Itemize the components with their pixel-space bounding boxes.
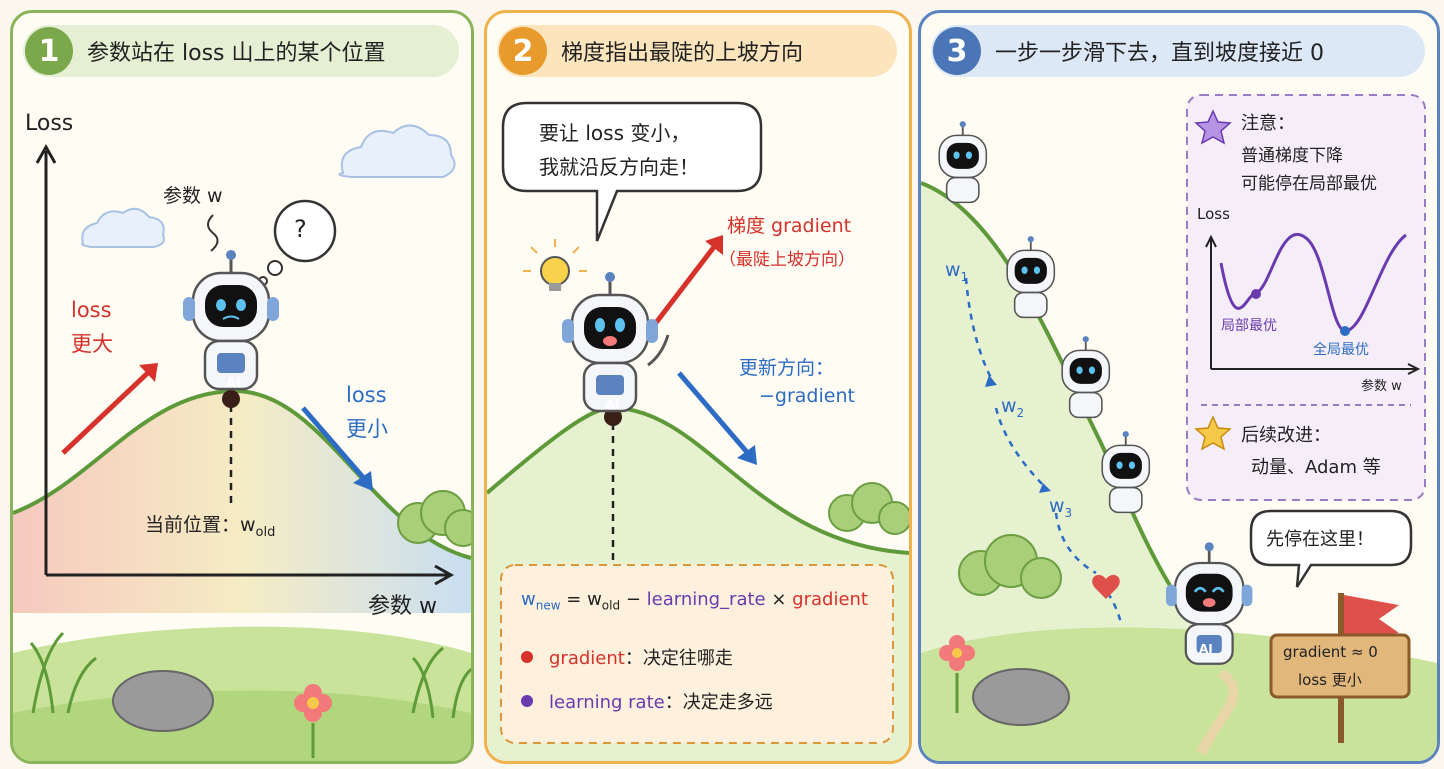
- improve-line: 动量、Adam 等: [1251, 457, 1381, 478]
- question-mark: ?: [294, 215, 307, 243]
- step-number-badge: 1: [25, 27, 73, 75]
- bush-icon: [828, 482, 909, 535]
- step-w1: w1: [945, 259, 969, 284]
- gradient-sublabel: （最陡上坡方向）: [719, 250, 855, 270]
- param-axis-label: 参数 w: [368, 594, 437, 619]
- current-position-label: 当前位置：wold: [145, 514, 276, 540]
- update-label: 更新方向：: [739, 357, 835, 379]
- bubble-line-1: 要让 loss 变小，: [539, 121, 691, 145]
- note-title: 注意：: [1241, 113, 1295, 134]
- rock-icon: [972, 668, 1070, 726]
- bullet-learning-rate: learning rate：决定走多远: [549, 692, 773, 713]
- grass-icon: [29, 631, 471, 719]
- sign-line-2: loss 更小: [1298, 671, 1362, 689]
- panel-2-art: [487, 101, 909, 761]
- robot-icon: [1101, 431, 1151, 514]
- bush-icon: [397, 490, 471, 547]
- global-optimum-label: 全局最优: [1313, 342, 1369, 358]
- mini-loss-axis-label: Loss: [1197, 205, 1230, 223]
- panel-1-header: 1 参数站在 loss 山上的某个位置: [23, 25, 459, 77]
- param-w-label: 参数 w: [163, 185, 223, 207]
- panel-title: 一步一步滑下去，直到坡度接近 0: [995, 41, 1324, 66]
- note-box: [1186, 94, 1426, 501]
- step-number-badge: 3: [933, 27, 981, 75]
- panel-title: 参数站在 loss 山上的某个位置: [87, 41, 386, 66]
- gradient-label: 梯度 gradient: [727, 215, 852, 237]
- panel-title: 梯度指出最陡的上坡方向: [561, 41, 804, 66]
- bubble-line-2: 我就沿反方向走！: [539, 155, 699, 179]
- cloud-icon: [81, 124, 456, 248]
- note-line-2: 可能停在局部最优: [1241, 174, 1377, 194]
- sign-line-1: gradient ≈ 0: [1283, 643, 1378, 661]
- loss-smaller-2: 更小: [346, 417, 388, 441]
- robot-icon: [183, 250, 279, 391]
- loss-hill: [13, 390, 471, 613]
- loss-smaller-1: loss: [346, 383, 387, 407]
- loss-bigger-2: 更大: [71, 332, 113, 356]
- star-icon: [1194, 415, 1232, 451]
- formula-box: [500, 564, 894, 744]
- panel-2-header: 2 梯度指出最陡的上坡方向: [497, 25, 897, 77]
- mini-param-axis-label: 参数 w: [1361, 379, 1402, 394]
- update-formula: wnew = wold − learning_rate × gradient: [521, 589, 868, 613]
- loss-axis-label: Loss: [25, 111, 74, 136]
- robot-icon: [1061, 336, 1111, 419]
- wooden-sign: [1269, 633, 1411, 699]
- stop-bubble-text: 先停在这里！: [1266, 529, 1374, 550]
- step-w3: w3: [1049, 495, 1073, 520]
- robot-icon: [562, 272, 670, 413]
- panel-3: 3 一步一步滑下去，直到坡度接近 0 w1 w2 w3 注意： 普通梯度下降 可…: [918, 10, 1440, 764]
- lightbulb-icon: [523, 239, 587, 291]
- update-value: −gradient: [759, 385, 855, 407]
- local-optimum-label: 局部最优: [1221, 318, 1277, 334]
- note-line-1: 普通梯度下降: [1241, 146, 1343, 166]
- panel-3-art: [921, 94, 1437, 761]
- robot-badge: AI: [605, 398, 620, 413]
- flag-icon: [1344, 595, 1399, 639]
- panel-2: 2 梯度指出最陡的上坡方向 要让 loss 变小， 我就沿反方向走！ 梯度 gr…: [484, 10, 912, 764]
- panel-1-art: [13, 124, 471, 761]
- flower-icon: [294, 684, 332, 758]
- step-w2: w2: [1001, 395, 1025, 420]
- panel-1: 1 参数站在 loss 山上的某个位置 Loss 参数 w 参数 w ? los…: [10, 10, 474, 764]
- star-icon: [1194, 109, 1232, 145]
- flower-icon: [939, 635, 975, 713]
- step-number-badge: 2: [499, 27, 547, 75]
- robot-icon: [938, 121, 988, 204]
- robot-badge: AI: [1199, 642, 1213, 656]
- improve-title: 后续改进：: [1241, 425, 1331, 446]
- panel-3-header: 3 一步一步滑下去，直到坡度接近 0: [931, 25, 1425, 77]
- bullet-gradient: gradient：决定往哪走: [549, 648, 733, 669]
- heart-icon: [1092, 574, 1120, 599]
- robot-icon: [1166, 542, 1253, 665]
- bush-icon: [958, 534, 1062, 599]
- robot-badge: AI: [226, 376, 241, 391]
- rock-icon: [112, 670, 214, 732]
- mini-loss-chart: [1205, 233, 1421, 375]
- robot-icon: [1006, 236, 1056, 319]
- loss-bigger-1: loss: [71, 298, 112, 322]
